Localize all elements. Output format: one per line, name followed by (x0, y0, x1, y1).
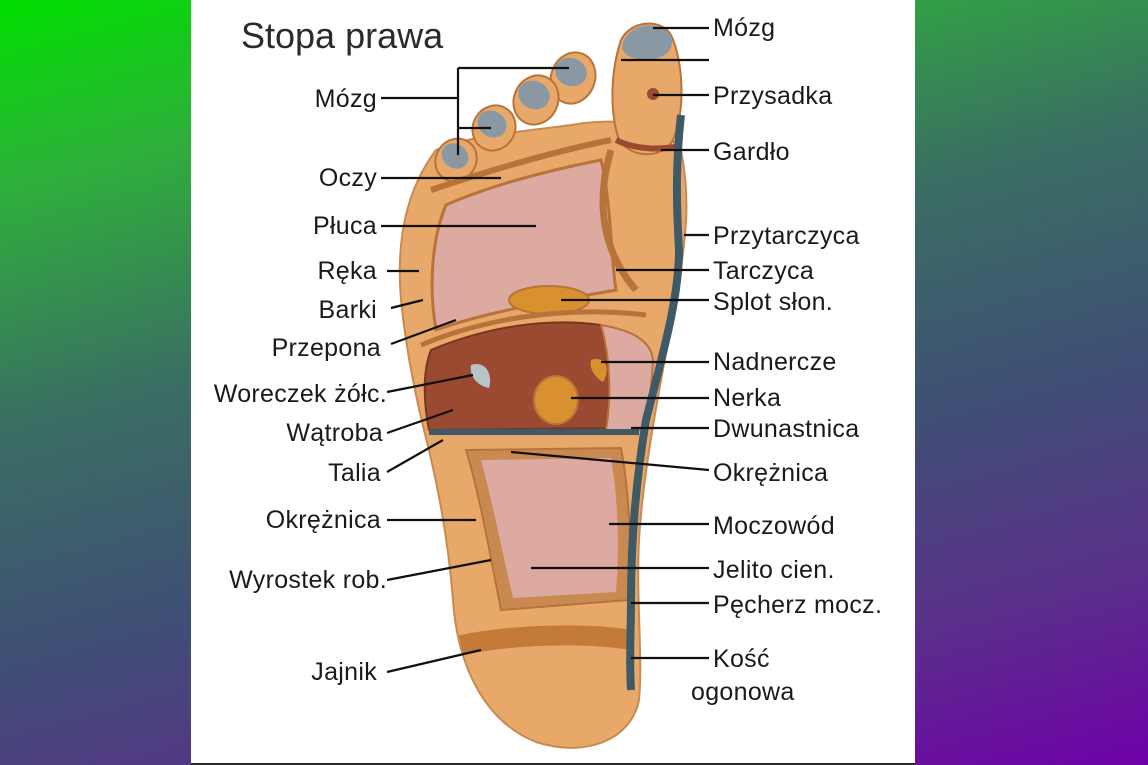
label-coccyx-line1: Kość (713, 645, 770, 673)
label-colon-left: Okrężnica (266, 506, 381, 534)
labels-left: Mózg Oczy Płuca Ręka Barki Przepona Wore… (214, 85, 387, 686)
label-shoulders: Barki (319, 296, 377, 324)
spine-line (626, 114, 685, 691)
diagram-title: Stopa prawa (241, 15, 444, 56)
label-thyroid: Tarczyca (713, 257, 814, 285)
label-waist: Talia (328, 459, 381, 487)
label-bladder: Pęcherz mocz. (713, 591, 882, 619)
labels-right: Mózg Przysadka Gardło Przytarczyca Tarcz… (691, 14, 882, 706)
label-solar-plexus: Splot słon. (713, 288, 833, 316)
label-pituitary: Przysadka (713, 82, 832, 110)
label-adrenal: Nadnercze (713, 348, 837, 376)
label-lungs: Płuca (313, 212, 377, 240)
foot-illustration (398, 22, 688, 749)
leader-lines-right (510, 26, 710, 660)
small-toes (434, 51, 597, 183)
small-intestine-zone (481, 458, 618, 598)
adrenal-gland (590, 359, 607, 382)
gallbladder (470, 364, 491, 388)
label-appendix: Wyrostek rob. (229, 566, 387, 594)
leader-lines-left (381, 66, 569, 674)
label-gallbladder: Woreczek żółc. (214, 380, 387, 408)
diagram-panel: Stopa prawa (191, 0, 915, 765)
label-ureter: Moczowód (713, 512, 835, 540)
eyes-band (430, 137, 612, 193)
kidney (533, 375, 579, 425)
ovary-band (459, 625, 633, 655)
foot-reflexology-diagram: Stopa prawa (214, 14, 882, 749)
label-eyes: Oczy (319, 164, 377, 192)
label-throat: Gardło (713, 138, 790, 166)
label-brain-left: Mózg (315, 85, 377, 113)
label-duodenum: Dwunastnica (713, 415, 859, 443)
label-liver: Wątroba (286, 419, 383, 447)
label-kidney: Nerka (713, 384, 781, 412)
label-coccyx-line2: ogonowa (691, 678, 795, 706)
label-ovary: Jajnik (311, 658, 377, 686)
label-small-intestine: Jelito cien. (713, 556, 835, 584)
diaphragm-line (420, 309, 647, 348)
label-parathyroid: Przytarczyca (713, 222, 860, 250)
big-toe-tip (622, 25, 673, 60)
label-brain-right: Mózg (713, 14, 775, 42)
thyroid-arc (599, 148, 639, 293)
label-colon-right: Okrężnica (713, 459, 828, 487)
label-diaphragm: Przepona (272, 334, 381, 362)
label-hand: Ręka (317, 257, 377, 285)
